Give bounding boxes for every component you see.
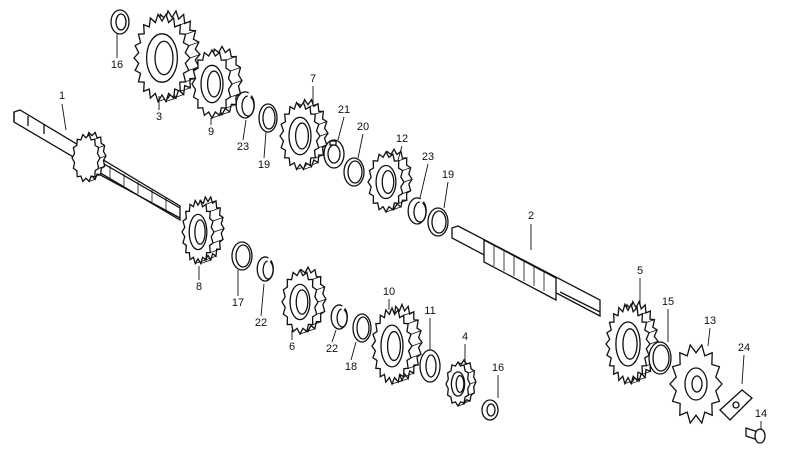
part-label-p23a: 23 bbox=[237, 141, 249, 153]
lock-washer-21 bbox=[323, 139, 345, 169]
part-label-p11: 11 bbox=[424, 305, 435, 317]
leader-line bbox=[61, 103, 67, 131]
circlip-23-a bbox=[235, 91, 255, 119]
leader-line bbox=[331, 329, 337, 343]
gear-9 bbox=[191, 45, 243, 120]
part-label-p6: 6 bbox=[289, 341, 295, 353]
part-label-p18: 18 bbox=[345, 361, 357, 373]
part-label-p13: 13 bbox=[704, 315, 716, 327]
part-label-p20: 20 bbox=[357, 121, 369, 133]
part-label-p1: 1 bbox=[59, 90, 65, 102]
gear-5 bbox=[605, 299, 659, 386]
washer-16-bottom bbox=[481, 399, 499, 421]
part-label-p5: 5 bbox=[637, 265, 643, 277]
leader-line bbox=[260, 283, 265, 317]
leader-line bbox=[397, 145, 403, 161]
circlip-23-b bbox=[407, 197, 427, 225]
part-label-p9: 9 bbox=[208, 126, 214, 138]
part-label-p22a: 22 bbox=[255, 317, 267, 329]
part-label-p19a: 19 bbox=[258, 159, 270, 171]
gear-10 bbox=[371, 302, 423, 386]
sprocket-plate-24 bbox=[719, 389, 753, 421]
leader-line bbox=[419, 163, 429, 199]
part-label-p22b: 22 bbox=[326, 343, 338, 355]
gear-4 bbox=[445, 358, 477, 408]
washer-16-top bbox=[110, 9, 130, 35]
leader-line bbox=[443, 181, 449, 209]
washer-18 bbox=[352, 313, 372, 343]
leader-line bbox=[242, 119, 247, 141]
part-label-p4: 4 bbox=[462, 331, 468, 343]
leader-line bbox=[350, 341, 357, 361]
washer-19-a bbox=[258, 103, 278, 133]
gear-12 bbox=[367, 147, 413, 214]
part-label-p8: 8 bbox=[196, 281, 202, 293]
washer-17 bbox=[231, 241, 253, 271]
countershaft bbox=[451, 225, 601, 318]
bolt-14 bbox=[745, 427, 766, 444]
circlip-22-a bbox=[256, 256, 274, 282]
leader-line bbox=[707, 327, 711, 347]
bushing-11 bbox=[419, 349, 441, 383]
mainshaft-gear bbox=[71, 131, 107, 183]
part-label-p19b: 19 bbox=[442, 169, 454, 181]
part-label-p24: 24 bbox=[738, 342, 750, 354]
washer-15 bbox=[648, 341, 672, 375]
part-label-p12: 12 bbox=[396, 133, 408, 145]
gear-6 bbox=[281, 265, 327, 336]
gear-7 bbox=[279, 98, 329, 171]
part-label-p2: 2 bbox=[528, 210, 534, 222]
part-label-p3: 3 bbox=[156, 111, 162, 123]
part-label-p17: 17 bbox=[232, 297, 244, 309]
part-label-p16b: 16 bbox=[492, 362, 504, 374]
gear-8 bbox=[181, 195, 225, 266]
leader-line bbox=[337, 116, 345, 141]
part-label-p7: 7 bbox=[310, 73, 316, 85]
leader-line bbox=[741, 354, 745, 385]
drive-sprocket-13 bbox=[669, 343, 723, 425]
washer-20 bbox=[343, 157, 365, 187]
circlip-22-b bbox=[330, 304, 348, 330]
part-label-p16a: 16 bbox=[111, 59, 123, 71]
gear-3 bbox=[133, 9, 201, 104]
part-label-p21: 21 bbox=[338, 104, 350, 116]
leader-line bbox=[263, 131, 267, 159]
part-label-p23b: 23 bbox=[422, 151, 434, 163]
part-label-p14: 14 bbox=[755, 408, 767, 420]
leader-line bbox=[357, 133, 364, 159]
part-label-p15: 15 bbox=[662, 296, 674, 308]
part-label-p10: 10 bbox=[383, 286, 395, 298]
washer-19-b bbox=[427, 207, 449, 237]
